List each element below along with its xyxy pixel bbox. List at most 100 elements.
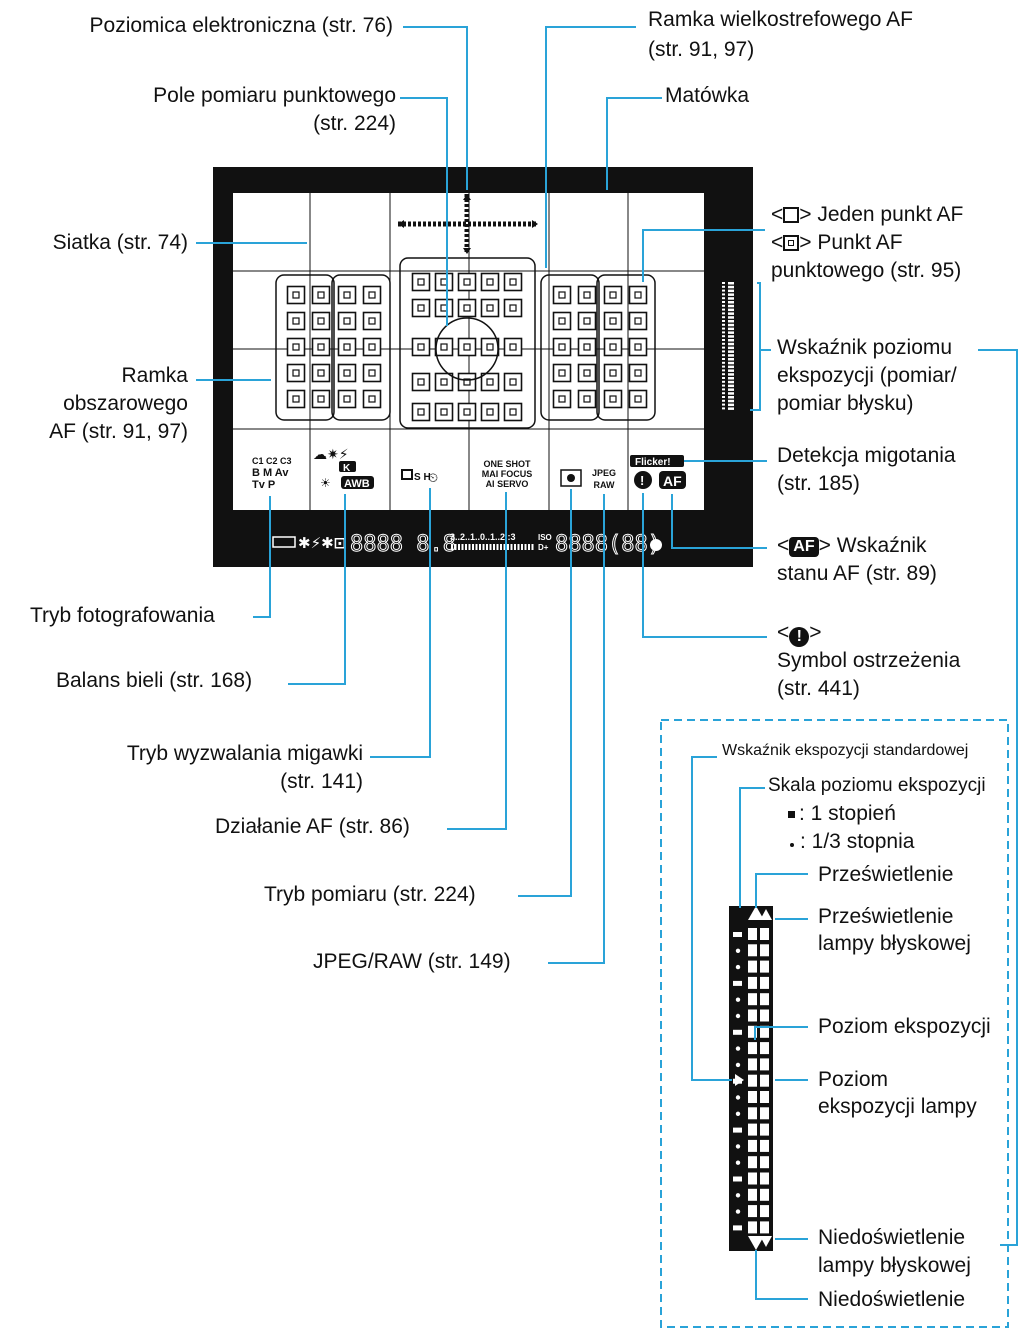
- third-stop-dot: [735, 997, 741, 1002]
- exp-level-segment: [748, 1123, 757, 1136]
- third-stop-dot: [735, 1193, 741, 1198]
- af-point-center: [343, 369, 351, 377]
- af-point: [480, 298, 500, 318]
- af-point: [337, 337, 357, 357]
- af-point-center: [609, 343, 617, 351]
- inset-flash-under-2: lampy błyskowej: [818, 1254, 971, 1277]
- vf-scale-bar: [728, 308, 734, 312]
- af-point-center: [583, 317, 591, 325]
- af-point: [628, 363, 648, 383]
- af-point-center: [317, 291, 325, 299]
- vf-scale-dot: [722, 320, 725, 322]
- third-stop-dot: [735, 1095, 741, 1100]
- af-point-center: [292, 395, 300, 403]
- exp-level-segment: [748, 993, 757, 1006]
- exp-level-segment: [748, 1091, 757, 1103]
- vf-scale-dot: [722, 407, 725, 410]
- flash-level-segment: [760, 1221, 769, 1234]
- zone-af-frames: [275, 257, 656, 429]
- flash-level-segment: [760, 993, 769, 1006]
- flash-level-segment: [760, 1009, 769, 1022]
- flash-level-segment: [760, 1058, 769, 1071]
- af-point-center: [509, 378, 517, 386]
- vf-scale-dot: [722, 369, 725, 372]
- af-point-center: [292, 291, 300, 299]
- flash-level-segment: [760, 1139, 769, 1152]
- exp-level-segment: [748, 1156, 757, 1169]
- label-spot-2: (str. 224): [313, 112, 396, 135]
- af-point: [480, 402, 500, 422]
- af-point: [411, 372, 431, 392]
- af-point-center: [609, 369, 617, 377]
- af-point-center: [368, 395, 376, 403]
- af-point: [311, 337, 331, 357]
- af-point: [628, 389, 648, 409]
- exp-level-segment: [748, 1009, 757, 1022]
- af-point-center: [463, 343, 471, 351]
- label-exp-level-2: ekspozycji (pomiar/: [777, 364, 957, 387]
- flash-under-triangle: [760, 1236, 772, 1247]
- af-point: [337, 311, 357, 331]
- svg-text:AI SERVO: AI SERVO: [486, 479, 529, 489]
- af-point: [362, 337, 382, 357]
- af-point: [286, 311, 306, 331]
- vf-scale-bar: [728, 373, 734, 376]
- warning-icon: !: [634, 471, 652, 489]
- af-point: [434, 298, 454, 318]
- label-screen: Matówka: [665, 84, 750, 107]
- af-point-center: [317, 369, 325, 377]
- vf-scale-dot: [722, 392, 725, 395]
- af-status-icon: AF: [659, 471, 686, 489]
- af-point: [552, 389, 572, 409]
- vf-scale-bar: [728, 384, 734, 388]
- vf-scale-bar: [728, 350, 734, 353]
- af-point: [577, 363, 597, 383]
- flash-level-segment: [760, 944, 769, 957]
- flicker-icon: Flicker!: [630, 455, 684, 468]
- af-point-center: [509, 304, 517, 312]
- af-point-center: [343, 317, 351, 325]
- af-point-center: [292, 343, 300, 351]
- af-point-center: [609, 395, 617, 403]
- label-warning-1: <!>: [777, 621, 822, 647]
- af-point: [552, 311, 572, 331]
- af-point: [503, 298, 523, 318]
- label-drive-2: (str. 141): [280, 770, 363, 793]
- af-point: [577, 311, 597, 331]
- label-wb: Balans bieli (str. 168): [56, 669, 253, 692]
- af-point-center: [463, 378, 471, 386]
- vf-scale-dot: [722, 335, 725, 338]
- vf-scale-dot: [722, 399, 725, 402]
- flash-level-segment: [760, 1156, 769, 1169]
- inset-exp-level: Poziom ekspozycji: [818, 1015, 991, 1038]
- third-stop-dot: [735, 1046, 741, 1051]
- vf-scale-bar: [728, 297, 734, 300]
- flash-level-segment: [760, 1205, 769, 1218]
- label-warning-3: (str. 441): [777, 677, 860, 700]
- af-point-center: [440, 408, 448, 416]
- inset-flash-over-2: lampy błyskowej: [818, 932, 971, 955]
- exp-level-segment: [748, 1139, 757, 1152]
- af-point: [503, 402, 523, 422]
- vf-scale-dot: [722, 346, 725, 349]
- inset-leaders: [691, 756, 808, 1300]
- shoot-mode-icon: C1 C2 C3 B M Av Tv P: [252, 456, 292, 491]
- vf-scale-bar: [728, 392, 734, 395]
- vf-scale-dot: [722, 304, 725, 307]
- stop-mark: [733, 1127, 742, 1133]
- stop-mark: [733, 1029, 742, 1035]
- stop-mark: [733, 1176, 742, 1182]
- svg-text:✱⚡✱⊡: ✱⚡✱⊡: [298, 534, 346, 552]
- vf-scale-dot: [722, 282, 725, 284]
- af-point: [337, 285, 357, 305]
- af-point: [311, 285, 331, 305]
- af-point-center: [634, 369, 642, 377]
- af-point-center: [558, 291, 566, 299]
- exp-level-segment: [748, 1074, 757, 1087]
- label-zone-frame-2: (str. 91, 97): [648, 38, 755, 61]
- svg-text:D+: D+: [538, 543, 549, 552]
- af-point-center: [440, 343, 448, 351]
- af-point-center: [486, 304, 494, 312]
- af-point-center: [417, 304, 425, 312]
- vf-scale-dot: [722, 396, 725, 398]
